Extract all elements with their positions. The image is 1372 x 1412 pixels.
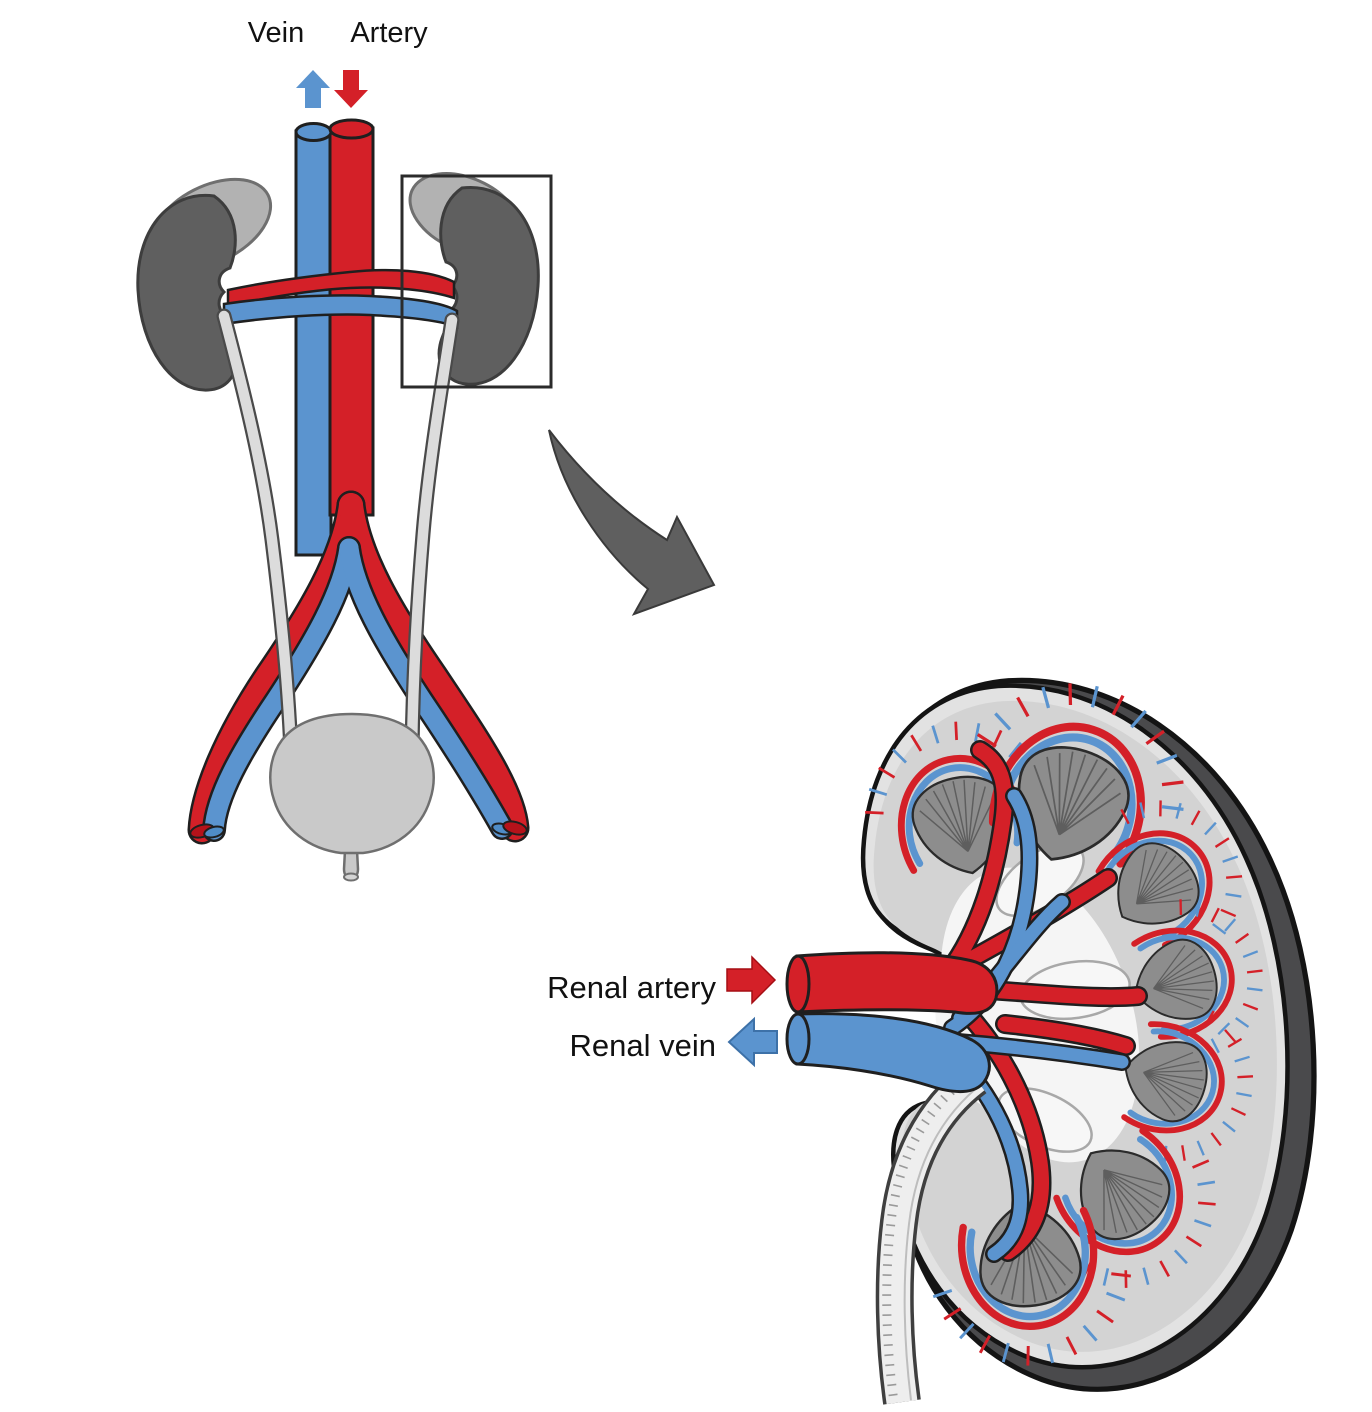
left-kidney — [136, 193, 239, 392]
iliac-vein-left-cap — [203, 825, 225, 839]
kidney-cross-section: Renal artery Renal vein — [547, 656, 1317, 1405]
inset-box — [400, 174, 553, 389]
bladder — [269, 712, 435, 855]
vein-label: Vein — [248, 17, 304, 49]
renal-vein-trunk — [785, 1012, 991, 1093]
vein-up-arrow-icon — [296, 70, 330, 108]
inferior-vena-cava — [294, 129, 333, 557]
zoom-arrow-icon — [548, 429, 716, 616]
renal-vein-arrow-icon — [727, 1016, 778, 1068]
renal-vein-label: Renal vein — [570, 1028, 716, 1063]
renal-artery-trunk — [785, 951, 999, 1015]
right-kidney — [437, 185, 540, 386]
artery-down-arrow-icon — [334, 70, 368, 108]
aorta — [328, 126, 375, 517]
ureter-cross-section — [875, 1062, 987, 1405]
vena-cava-top-cap — [294, 122, 333, 142]
iliac-artery-right-cap — [502, 820, 528, 836]
left-ureter — [216, 308, 299, 760]
artery-label: Artery — [350, 17, 428, 49]
iliac-veins — [202, 536, 514, 842]
renal-artery-arrow-icon — [726, 955, 777, 1005]
renal-arteries-band — [226, 268, 456, 308]
aorta-top-cap — [328, 118, 375, 140]
urethra-cap — [343, 872, 359, 882]
ureter-ribbing — [882, 1074, 970, 1403]
urinary-system-overview: Vein Artery — [136, 17, 716, 882]
renal-artery-label: Renal artery — [547, 970, 716, 1005]
